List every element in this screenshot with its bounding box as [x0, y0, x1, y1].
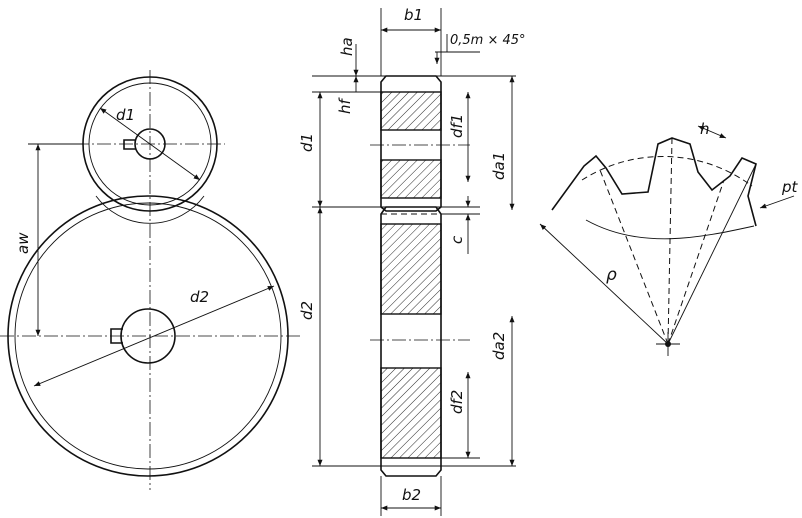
label-aw: aw [14, 232, 32, 254]
label-pt: pt [781, 178, 799, 196]
label-chamfer: 0,5m × 45° [450, 33, 526, 48]
label-d1-mid: d1 [298, 133, 316, 152]
label-d1-left: d1 [116, 106, 135, 124]
label-df1: df1 [448, 114, 466, 138]
labels: d1 d2 aw b1 b2 0,5m × 45° ha hf d1 d2 df… [14, 6, 799, 504]
label-d2-left: d2 [190, 288, 209, 306]
label-rho: ρ [606, 265, 617, 285]
label-c: c [448, 235, 466, 244]
label-ha: ha [338, 37, 356, 56]
label-b1: b1 [404, 6, 423, 24]
label-da1: da1 [490, 152, 508, 180]
label-da2: da2 [490, 332, 508, 360]
front-view [0, 70, 300, 490]
section-view [312, 8, 516, 516]
tooth-detail-view [539, 125, 795, 356]
label-b2: b2 [402, 486, 421, 504]
label-d2-mid: d2 [298, 301, 316, 320]
label-hf: hf [336, 96, 354, 114]
label-df2: df2 [448, 390, 466, 414]
label-h: h [700, 120, 710, 138]
